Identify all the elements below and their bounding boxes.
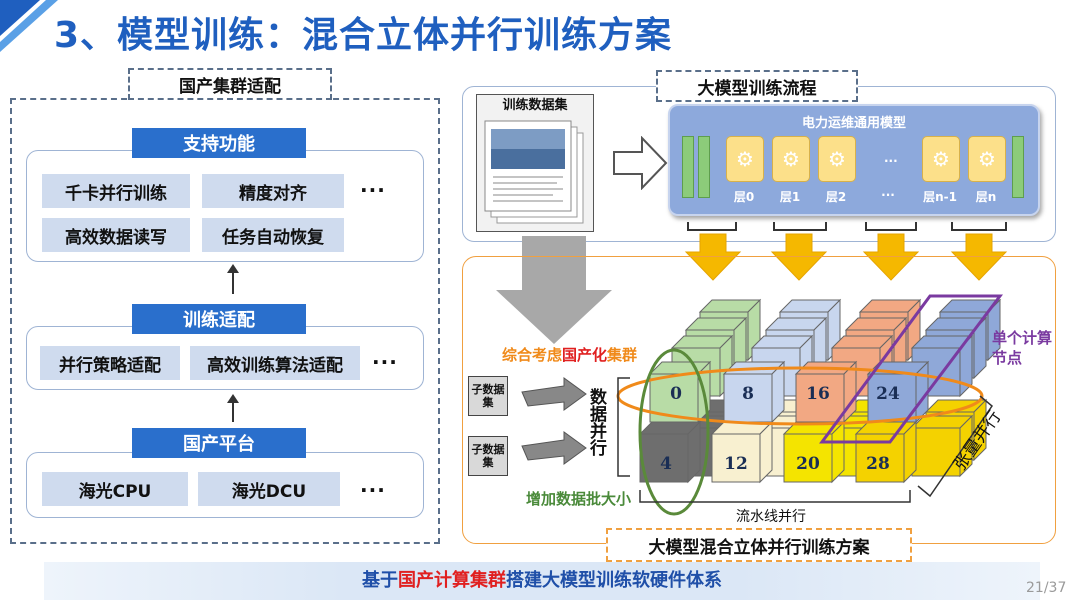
cube-label-12: 12	[724, 454, 748, 474]
dataset-box: 训练数据集	[476, 94, 594, 232]
green-bar-2	[698, 136, 710, 198]
cube-label-28: 28	[866, 454, 890, 474]
layers-ellipsis: ···	[884, 154, 898, 168]
bottom-banner: 基于国产计算集群搭建大模型训练软硬件体系	[44, 562, 1040, 600]
chip-precision-alignment: 精度对齐	[202, 174, 344, 208]
increase-batch-label: 增加数据批大小	[526, 490, 632, 508]
adapt-heading: 训练适配	[132, 304, 306, 334]
page-number: 21/37	[1026, 580, 1067, 596]
model-title: 电力运维通用模型	[801, 116, 906, 131]
consider-text: 综合考虑	[502, 346, 563, 364]
bottom-banner-text: 基于国产计算集群搭建大模型训练软硬件体系	[44, 562, 1040, 600]
gear-icon: ⚙	[782, 147, 800, 171]
consider-domestic-cluster: 综合考虑国产化集群	[502, 344, 637, 365]
banner-pre: 基于	[362, 570, 398, 591]
banner-highlight: 国产计算集群	[398, 570, 506, 591]
sub-dataset-arrows	[521, 377, 587, 465]
hollow-arrow-right	[613, 136, 668, 190]
layer-0-block: ⚙	[726, 136, 764, 182]
cube-label-8: 8	[742, 384, 754, 404]
layer-n1-block: ⚙	[922, 136, 960, 182]
adapt-more: ···	[372, 350, 398, 374]
layer-1-label: 层1	[779, 190, 801, 204]
layer-ellipsis-label: ···	[881, 188, 895, 202]
layer-n1-label: 层n-1	[923, 190, 957, 204]
green-bar-3	[1012, 136, 1024, 198]
corner-decoration	[0, 0, 58, 52]
cube-label-4: 4	[660, 454, 672, 474]
layer-2-block: ⚙	[818, 136, 856, 182]
layer-1-block: ⚙	[772, 136, 810, 182]
gear-icon: ⚙	[978, 147, 996, 171]
support-heading: 支持功能	[132, 128, 306, 158]
chip-efficient-algorithm: 高效训练算法适配	[190, 346, 360, 380]
cube-label-20: 20	[796, 454, 820, 474]
pipeline-parallel-label: 流水线并行	[736, 509, 806, 525]
chip-auto-recovery: 任务自动恢复	[202, 218, 344, 252]
cube-label-16: 16	[806, 384, 830, 404]
banner-post: 搭建大模型训练软硬件体系	[506, 570, 722, 591]
arrow-up-1	[227, 264, 239, 294]
layer-n-label: 层n	[975, 190, 997, 204]
parallel-cube-grid	[616, 294, 1004, 516]
chip-hygon-cpu: 海光CPU	[42, 472, 188, 506]
sub-dataset-2: 子数据集	[468, 436, 508, 476]
cube-label-0: 0	[670, 384, 682, 404]
panel-tag-training-flow: 大模型训练流程	[656, 70, 858, 102]
gear-icon: ⚙	[932, 147, 950, 171]
gear-icon: ⚙	[828, 147, 846, 171]
gear-icon: ⚙	[736, 147, 754, 171]
green-bar-1	[682, 136, 694, 198]
single-node-label: 单个计算节点	[992, 329, 1053, 367]
cluster-text: 集群	[607, 346, 638, 364]
dataset-documents-icon	[484, 120, 584, 224]
chip-parallel-strategy: 并行策略适配	[40, 346, 180, 380]
platform-more: ···	[360, 478, 386, 502]
support-more: ···	[360, 178, 386, 202]
layer-n-block: ⚙	[968, 136, 1006, 182]
page-title: 3、模型训练：混合立体并行训练方案	[54, 15, 673, 56]
panel-tag-hybrid-parallel: 大模型混合立体并行训练方案	[606, 528, 912, 562]
power-model-box: 电力运维通用模型 ⚙ ⚙ ⚙ ··· ⚙ ⚙ 层0 层1 层2 ··· 层n-1…	[668, 104, 1040, 216]
platform-heading: 国产平台	[132, 428, 306, 458]
chip-efficient-io: 高效数据读写	[42, 218, 190, 252]
domestic-text: 国产化	[562, 346, 608, 364]
arrow-up-2	[227, 394, 239, 422]
panel-tag-domestic: 国产集群适配	[128, 68, 332, 100]
chip-hygon-dcu: 海光DCU	[198, 472, 340, 506]
layer-split-arrows	[684, 222, 1008, 281]
chip-kilocard-training: 千卡并行训练	[42, 174, 190, 208]
cube-label-24: 24	[876, 384, 900, 404]
layer-0-label: 层0	[733, 190, 755, 204]
gray-arrow-down	[496, 236, 612, 344]
dataset-label: 训练数据集	[502, 98, 568, 113]
data-parallel-label: 数据并行	[586, 388, 606, 456]
sub-dataset-1: 子数据集	[468, 376, 508, 416]
layer-2-label: 层2	[825, 190, 847, 204]
